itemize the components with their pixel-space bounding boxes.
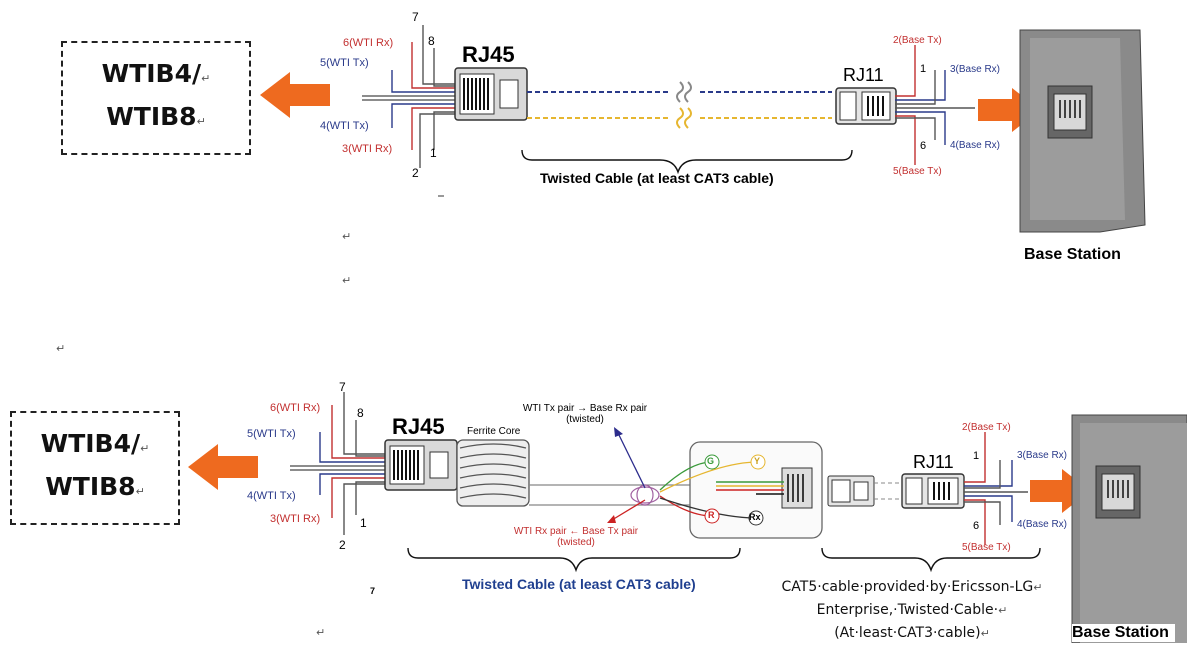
rj11-plug-bottom (901, 473, 965, 509)
pin-label: 1 (430, 146, 437, 160)
rj45-label-top: RJ45 (462, 42, 515, 67)
wti-label: 3(WTI Rx) (270, 513, 321, 525)
cat5-line3: (At·least·CAT3·cable) (834, 625, 981, 641)
cable-bottom (529, 484, 690, 506)
ferrite-core (456, 439, 530, 507)
rj11-plug-top (835, 87, 897, 125)
jack-letter: Y (754, 456, 761, 466)
jack-letter: Rx (749, 512, 761, 522)
base-wires-top (895, 45, 975, 165)
pin-label: 2 (412, 166, 419, 180)
pin-label: 7 (412, 10, 419, 24)
base-station-top (1019, 29, 1146, 233)
tx-pair-line2: (twisted) (566, 414, 604, 425)
tx-pair-label: WTI Tx pair → Base Rx pair (twisted) (510, 403, 660, 425)
base-pin-label: 1 (920, 63, 927, 75)
base-label: 3(Base Rx) (950, 64, 1001, 75)
base-label: 5(Base Tx) (962, 542, 1011, 553)
base-label: 2(Base Tx) (962, 422, 1011, 433)
pin-label: 1 (360, 516, 367, 530)
rj45-label-bottom: RJ45 (392, 414, 445, 439)
wti-label: 6(WTI Rx) (343, 37, 394, 49)
wti-label: 4(WTI Tx) (247, 490, 296, 502)
wti-label: 5(WTI Tx) (320, 57, 369, 69)
jack-letter: G (707, 456, 715, 466)
paragraph-mark: ↵ (342, 274, 352, 287)
base-label: 2(Base Tx) (893, 35, 942, 46)
box-line1: WTIB4/ (101, 59, 202, 88)
wtib-box-bottom: WTIB4/↵ WTIB8↵ (10, 411, 180, 525)
base-label: 4(Base Rx) (1017, 519, 1068, 530)
wtib-box-top: WTIB4/↵ WTIB8↵ (61, 41, 251, 155)
paragraph-mark: ↵ (342, 230, 352, 243)
base-label: 4(Base Rx) (950, 140, 1001, 151)
wall-jack (659, 441, 823, 539)
base-label: 3(Base Rx) (1017, 450, 1068, 461)
rx-pair-label: WTI Rx pair ← Base Tx pair (twisted) (496, 526, 656, 548)
jack-letter: R (708, 510, 715, 520)
small-seven: 7 (370, 586, 376, 596)
twisted-cables-top (527, 81, 832, 129)
cat5-line2: Enterprise,·Twisted·Cable· (816, 602, 999, 618)
rx-pair-arrow (611, 499, 646, 521)
base-station-bottom (1071, 414, 1187, 643)
cat5-brace (821, 547, 1041, 573)
cable-brace-bottom (407, 547, 741, 573)
rx-pair-line1: WTI Rx pair ← Base Tx pair (513, 526, 639, 537)
arrow-left-bottom (188, 444, 258, 490)
tx-pair-arrow (617, 432, 646, 489)
pin-label: 8 (357, 406, 364, 420)
rj11-label-bottom: RJ11 (913, 452, 954, 472)
tx-pair-line1: WTI Tx pair → Base Rx pair (522, 403, 648, 414)
cat5-note: CAT5·cable·provided·by·Ericsson-LG↵ Ente… (781, 579, 1043, 641)
base-station-label-bottom: Base Station (1072, 624, 1175, 642)
cable-label-bottom: Twisted Cable (at least CAT3 cable) (462, 576, 696, 592)
box-line2: WTIB8 (106, 102, 197, 131)
patch-plug-1 (827, 475, 875, 507)
pin-label: 2 (339, 538, 346, 552)
ferrite-label: Ferrite Core (467, 426, 521, 437)
paragraph-mark: ↵ (56, 342, 66, 355)
wti-label: 3(WTI Rx) (342, 143, 393, 155)
base-wires-bottom (964, 432, 1028, 545)
arrow-left-top (260, 72, 330, 118)
cable-label-top: Twisted Cable (at least CAT3 cable) (540, 170, 774, 186)
base-pin-label: 1 (973, 450, 980, 462)
wti-label: 4(WTI Tx) (320, 120, 369, 132)
base-pin-label: 6 (973, 520, 980, 532)
box-line2: WTIB8 (45, 472, 136, 501)
pin-label: 7 (339, 380, 346, 394)
rj45-wires-bottom (290, 392, 385, 535)
base-station-label-top: Base Station (1024, 246, 1121, 263)
rj45-plug-top (454, 67, 528, 121)
base-pin-label: 6 (920, 140, 927, 152)
rj11-label-top: RJ11 (843, 65, 884, 85)
pin-label: 8 (428, 34, 435, 48)
box-line1: WTIB4/ (40, 429, 141, 458)
base-label: 5(Base Tx) (893, 166, 942, 177)
wti-label: 6(WTI Rx) (270, 402, 321, 414)
cat5-line1: CAT5·cable·provided·by·Ericsson-LG (781, 579, 1034, 595)
rj45-wires-top (362, 25, 455, 168)
wti-label: 5(WTI Tx) (247, 428, 296, 440)
cable-brace-top (521, 149, 853, 175)
paragraph-mark: ↵ (316, 626, 326, 639)
rx-pair-line2: (twisted) (557, 537, 595, 548)
rj45-plug-bottom (384, 439, 458, 491)
